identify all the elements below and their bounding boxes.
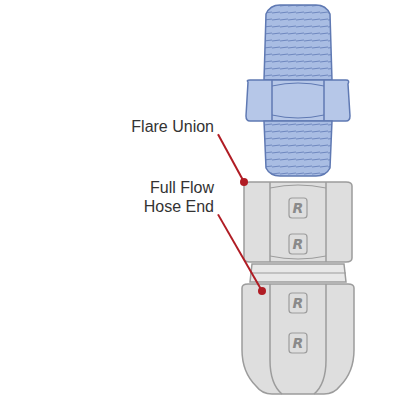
part-label: Full Flow Hose End bbox=[130, 178, 214, 216]
union-hex-nut bbox=[246, 80, 350, 121]
hose-end-socket bbox=[242, 284, 354, 394]
union-lower-thread bbox=[264, 121, 332, 176]
socket-face-edge bbox=[270, 284, 282, 394]
logo-frame bbox=[289, 198, 307, 218]
union-upper-thread bbox=[264, 5, 332, 80]
part-label: Flare Union bbox=[130, 117, 214, 136]
flare-union bbox=[246, 5, 350, 176]
leader-line bbox=[218, 214, 262, 291]
brand-logo: R bbox=[290, 201, 306, 215]
logo-frames bbox=[289, 198, 307, 353]
hex-face-edge bbox=[325, 182, 327, 262]
hose-end-nut bbox=[244, 182, 352, 262]
hex-chamfer bbox=[270, 185, 326, 188]
logo-frame bbox=[289, 333, 307, 353]
hex-chamfer bbox=[272, 115, 324, 118]
hex-chamfer bbox=[272, 83, 324, 86]
brand-logo: R bbox=[290, 237, 306, 251]
full-flow-hose-end bbox=[242, 182, 354, 394]
hex-face-edge bbox=[269, 182, 271, 262]
leader-line bbox=[218, 134, 244, 182]
hose-end-collar bbox=[250, 264, 346, 282]
brand-logo: R bbox=[290, 336, 306, 350]
logo-frame bbox=[289, 234, 307, 254]
hex-chamfer bbox=[270, 256, 326, 259]
brand-logo: R bbox=[290, 296, 306, 310]
leader-dot bbox=[258, 287, 266, 295]
logo-frame bbox=[289, 293, 307, 313]
leader-dot bbox=[240, 178, 248, 186]
collar-groove bbox=[250, 273, 346, 274]
socket-face-edge bbox=[314, 284, 326, 394]
